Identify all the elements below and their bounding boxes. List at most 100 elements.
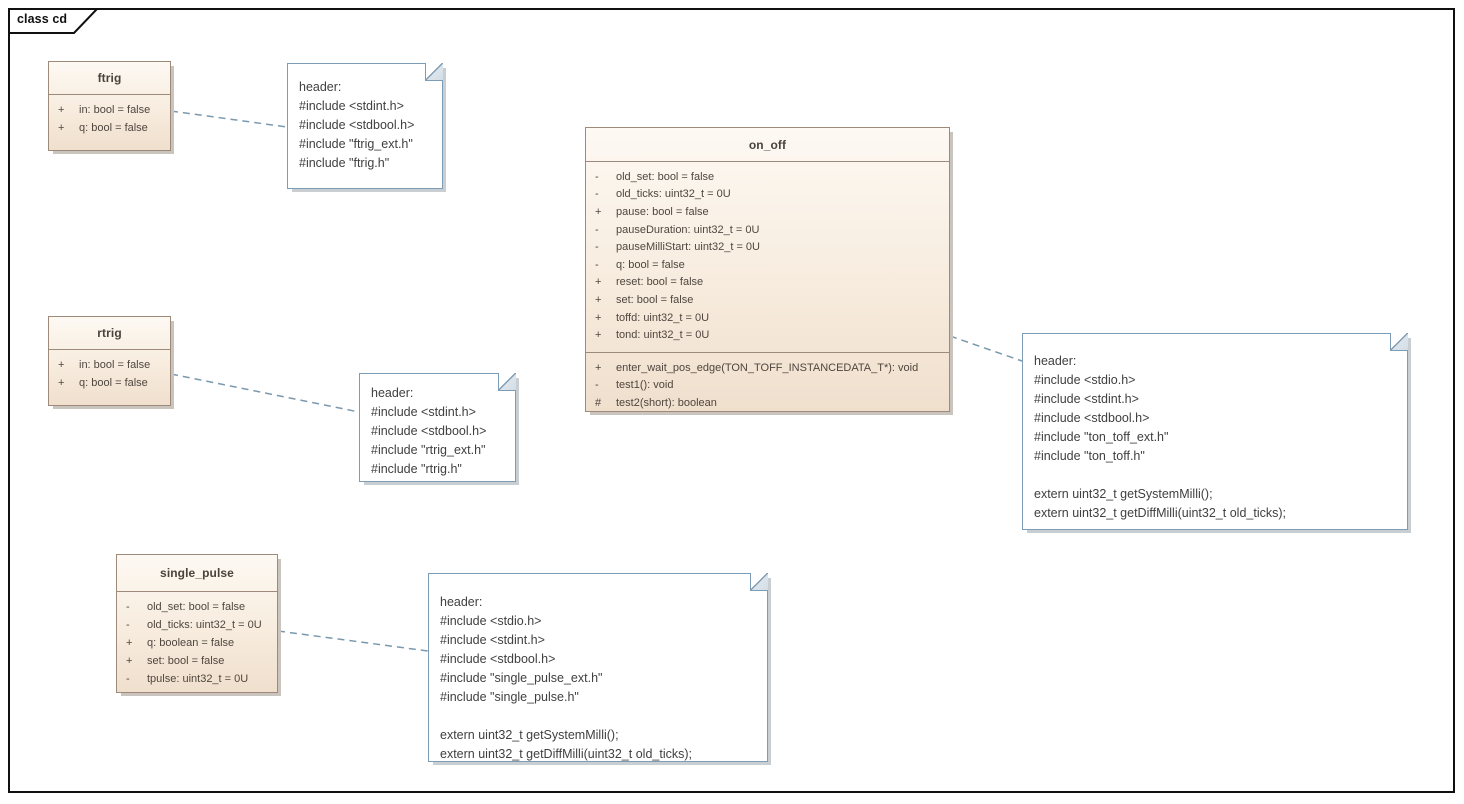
member-visibility: -: [595, 241, 599, 254]
note-line: extern uint32_t getSystemMilli();: [1034, 487, 1213, 501]
member-visibility: +: [595, 311, 602, 324]
note-line: #include "rtrig_ext.h": [371, 443, 486, 457]
connector-single_pulse-note[interactable]: [277, 630, 429, 652]
member-visibility: -: [126, 619, 130, 631]
connector-rtrig-note[interactable]: [170, 373, 360, 413]
note-fold-icon: [750, 573, 768, 591]
class-operations: + enter_wait_pos_edge(TON_TOFF_INSTANCED…: [586, 352, 949, 412]
member-visibility: +: [595, 205, 602, 218]
class-attributes: + in: bool = false + q: bool = false: [49, 95, 170, 137]
member-text: set: bool = false: [147, 655, 225, 667]
class-box-rtrig[interactable]: rtrig + in: bool = false + q: bool = fal…: [48, 316, 171, 406]
note-ftrig-header[interactable]: header: #include <stdint.h> #include <st…: [287, 63, 443, 189]
note-fold-icon: [425, 63, 443, 81]
note-on_off-header[interactable]: header: #include <stdio.h> #include <std…: [1022, 333, 1408, 530]
note-line: #include "ton_toff.h": [1034, 449, 1145, 463]
member-text: in: bool = false: [79, 104, 151, 116]
class-attributes: - old_set: bool = false - old_ticks: uin…: [117, 592, 277, 688]
member-visibility: -: [595, 223, 599, 236]
member-text: q: bool = false: [616, 258, 685, 271]
member-visibility: -: [126, 601, 130, 613]
note-text: header: #include <stdio.h> #include <std…: [429, 574, 767, 764]
note-line: #include <stdint.h>: [371, 405, 476, 419]
class-member-row: - old_set: bool = false: [586, 168, 949, 186]
note-line: extern uint32_t getDiffMilli(uint32_t ol…: [1034, 506, 1286, 520]
note-line: #include "ftrig_ext.h": [299, 137, 413, 151]
note-text: header: #include <stdio.h> #include <std…: [1023, 334, 1407, 523]
class-box-on_off[interactable]: on_off - old_set: bool = false - old_tic…: [585, 127, 950, 412]
note-line: #include "rtrig.h": [371, 462, 462, 476]
note-text: header: #include <stdint.h> #include <st…: [288, 64, 442, 173]
class-title: ftrig: [49, 62, 170, 95]
class-member-row: + set: bool = false: [586, 291, 949, 309]
connector-on_off-note[interactable]: [949, 335, 1023, 362]
note-rtrig-header[interactable]: header: #include <stdint.h> #include <st…: [359, 373, 516, 482]
class-title: on_off: [586, 128, 949, 162]
member-text: in: bool = false: [79, 359, 151, 371]
class-title: rtrig: [49, 317, 170, 350]
member-text: old_ticks: uint32_t = 0U: [616, 188, 731, 201]
note-fold-icon: [498, 373, 516, 391]
class-member-row: - old_set: bool = false: [117, 598, 277, 616]
note-line: #include "single_pulse.h": [440, 690, 579, 704]
member-visibility: +: [58, 377, 65, 389]
note-line: #include <stdbool.h>: [440, 652, 556, 666]
class-member-row: + pause: bool = false: [586, 203, 949, 221]
class-member-row: + tond: uint32_t = 0U: [586, 326, 949, 344]
class-member-row: - pauseDuration: uint32_t = 0U: [586, 221, 949, 239]
class-box-ftrig[interactable]: ftrig + in: bool = false + q: bool = fal…: [48, 61, 171, 151]
class-title: single_pulse: [117, 555, 277, 592]
note-line: extern uint32_t getDiffMilli(uint32_t ol…: [440, 747, 692, 761]
diagram-frame: [8, 8, 1455, 793]
class-member-row: + reset: bool = false: [586, 274, 949, 292]
member-visibility: +: [595, 293, 602, 306]
note-line: #include "single_pulse_ext.h": [440, 671, 603, 685]
class-member-row: + enter_wait_pos_edge(TON_TOFF_INSTANCED…: [586, 359, 949, 377]
member-visibility: -: [595, 188, 599, 201]
member-visibility: +: [58, 359, 65, 371]
note-line: [440, 707, 761, 726]
member-visibility: +: [126, 637, 133, 649]
member-visibility: -: [595, 258, 599, 271]
member-text: pauseMilliStart: uint32_t = 0U: [616, 241, 760, 254]
diagram-title: class cd: [17, 12, 68, 26]
member-text: q: bool = false: [79, 377, 148, 389]
note-line: #include "ton_toff_ext.h": [1034, 430, 1169, 444]
class-member-row: - old_ticks: uint32_t = 0U: [117, 616, 277, 634]
member-text: tpulse: uint32_t = 0U: [147, 673, 249, 685]
class-member-row: + toffd: uint32_t = 0U: [586, 309, 949, 327]
note-line: header:: [299, 80, 342, 94]
class-member-row: - q: bool = false: [586, 256, 949, 274]
note-single_pulse-header[interactable]: header: #include <stdio.h> #include <std…: [428, 573, 768, 762]
member-text: old_set: bool = false: [616, 170, 715, 183]
member-text: toffd: uint32_t = 0U: [616, 311, 710, 324]
class-member-row: + in: bool = false: [49, 101, 170, 119]
member-text: q: boolean = false: [147, 637, 235, 649]
member-visibility: +: [126, 655, 133, 667]
note-line: #include <stdbool.h>: [299, 118, 415, 132]
class-member-row: + in: bool = false: [49, 356, 170, 374]
class-box-single_pulse[interactable]: single_pulse - old_set: bool = false - o…: [116, 554, 278, 693]
note-line: #include <stdbool.h>: [1034, 411, 1150, 425]
member-visibility: -: [595, 170, 599, 183]
note-line: header:: [440, 595, 483, 609]
member-visibility: +: [58, 104, 65, 116]
class-member-row: + set: bool = false: [117, 652, 277, 670]
member-text: pauseDuration: uint32_t = 0U: [616, 223, 760, 236]
connector-ftrig-note[interactable]: [170, 110, 288, 128]
note-line: #include <stdint.h>: [1034, 392, 1139, 406]
class-member-row: - old_ticks: uint32_t = 0U: [586, 186, 949, 204]
note-line: header:: [1034, 354, 1077, 368]
member-visibility: +: [58, 122, 65, 134]
note-line: #include <stdint.h>: [440, 633, 545, 647]
member-text: old_set: bool = false: [147, 601, 246, 613]
note-line: #include <stdint.h>: [299, 99, 404, 113]
frame-tab-shape: [8, 8, 100, 34]
class-member-row: + q: bool = false: [49, 119, 170, 137]
member-text: q: bool = false: [79, 122, 148, 134]
note-line: extern uint32_t getSystemMilli();: [440, 728, 619, 742]
class-member-row: - test1(): void: [586, 377, 949, 395]
note-line: #include <stdio.h>: [1034, 373, 1136, 387]
note-fold-icon: [1390, 333, 1408, 351]
class-member-row: - pauseMilliStart: uint32_t = 0U: [586, 238, 949, 256]
